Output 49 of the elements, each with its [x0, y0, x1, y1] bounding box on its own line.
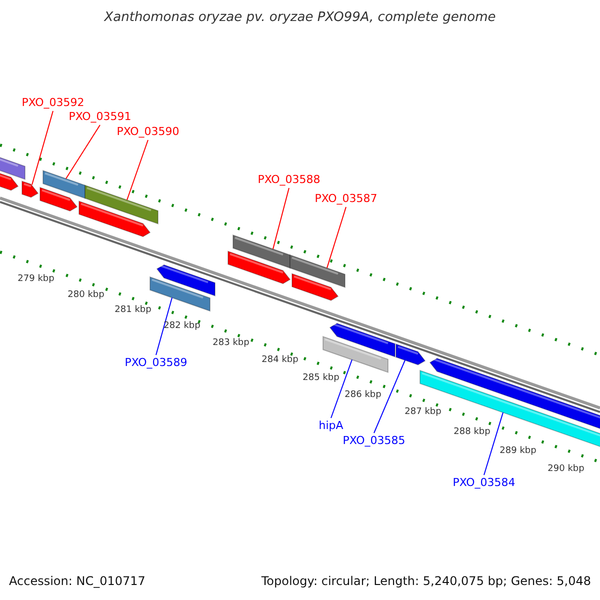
- gene-feature: [396, 343, 426, 366]
- scale-label: 280 kbp: [68, 289, 104, 302]
- gene-block: [42, 170, 86, 199]
- gene-label: hipA: [318, 419, 344, 433]
- gene-label: PXO_03587: [314, 192, 378, 206]
- gene-label: PXO_03585: [342, 434, 406, 448]
- gene-feature: [0, 171, 19, 191]
- gene-feature: [40, 186, 78, 212]
- leader-line: [126, 140, 148, 200]
- gene-block: [322, 336, 388, 373]
- gene-label: PXO_03590: [116, 125, 180, 139]
- gene-label: PXO_03591: [68, 110, 132, 124]
- leader-line: [374, 360, 406, 434]
- gene-feature: [228, 250, 291, 284]
- leader-line: [326, 206, 346, 268]
- scale-label: 279 kbp: [18, 273, 54, 286]
- leader-line: [156, 297, 172, 356]
- gene-label: PXO_03588: [258, 173, 320, 187]
- gene-feature: [156, 264, 216, 296]
- scale-label: 286 kbp: [344, 389, 382, 402]
- gene-block: [150, 276, 210, 312]
- scale-label: 284 kbp: [262, 354, 298, 367]
- gene-feature: [22, 180, 39, 198]
- leader-line: [272, 188, 290, 250]
- leader-line: [484, 412, 504, 476]
- gene-feature: [329, 322, 396, 358]
- scale-label: 282 kbp: [164, 320, 200, 333]
- gene-block: [290, 254, 346, 288]
- leader-line: [32, 110, 54, 186]
- footer-text: Topology: circular; Length: 5,240,075 bp; Genes: 5,048: [261, 574, 591, 588]
- gene-block: [0, 155, 26, 180]
- scale-label: 283 kbp: [212, 337, 250, 350]
- gene-label: PXO_03589: [124, 356, 188, 370]
- gene-block: [232, 234, 290, 269]
- gene-feature: [78, 200, 151, 238]
- footer-text: Accession: NC_010717: [9, 574, 146, 588]
- leader-line: [330, 359, 352, 418]
- scale-label: 289 kbp: [500, 445, 536, 458]
- scale-label: 287 kbp: [404, 406, 442, 419]
- scale-label: 290 kbp: [548, 463, 584, 476]
- gene-feature: [292, 273, 339, 301]
- gene-label: PXO_03584: [452, 476, 516, 490]
- gene-label: PXO_03592: [22, 96, 84, 110]
- scale-label: 288 kbp: [454, 426, 490, 439]
- leader-line: [66, 124, 100, 180]
- gene-block: [84, 184, 158, 224]
- scale-label: 281 kbp: [114, 304, 152, 317]
- scale-label: 285 kbp: [302, 372, 340, 385]
- diagram-title: Xanthomonas oryzae pv. oryzae PXO99A, complete genome: [104, 11, 496, 25]
